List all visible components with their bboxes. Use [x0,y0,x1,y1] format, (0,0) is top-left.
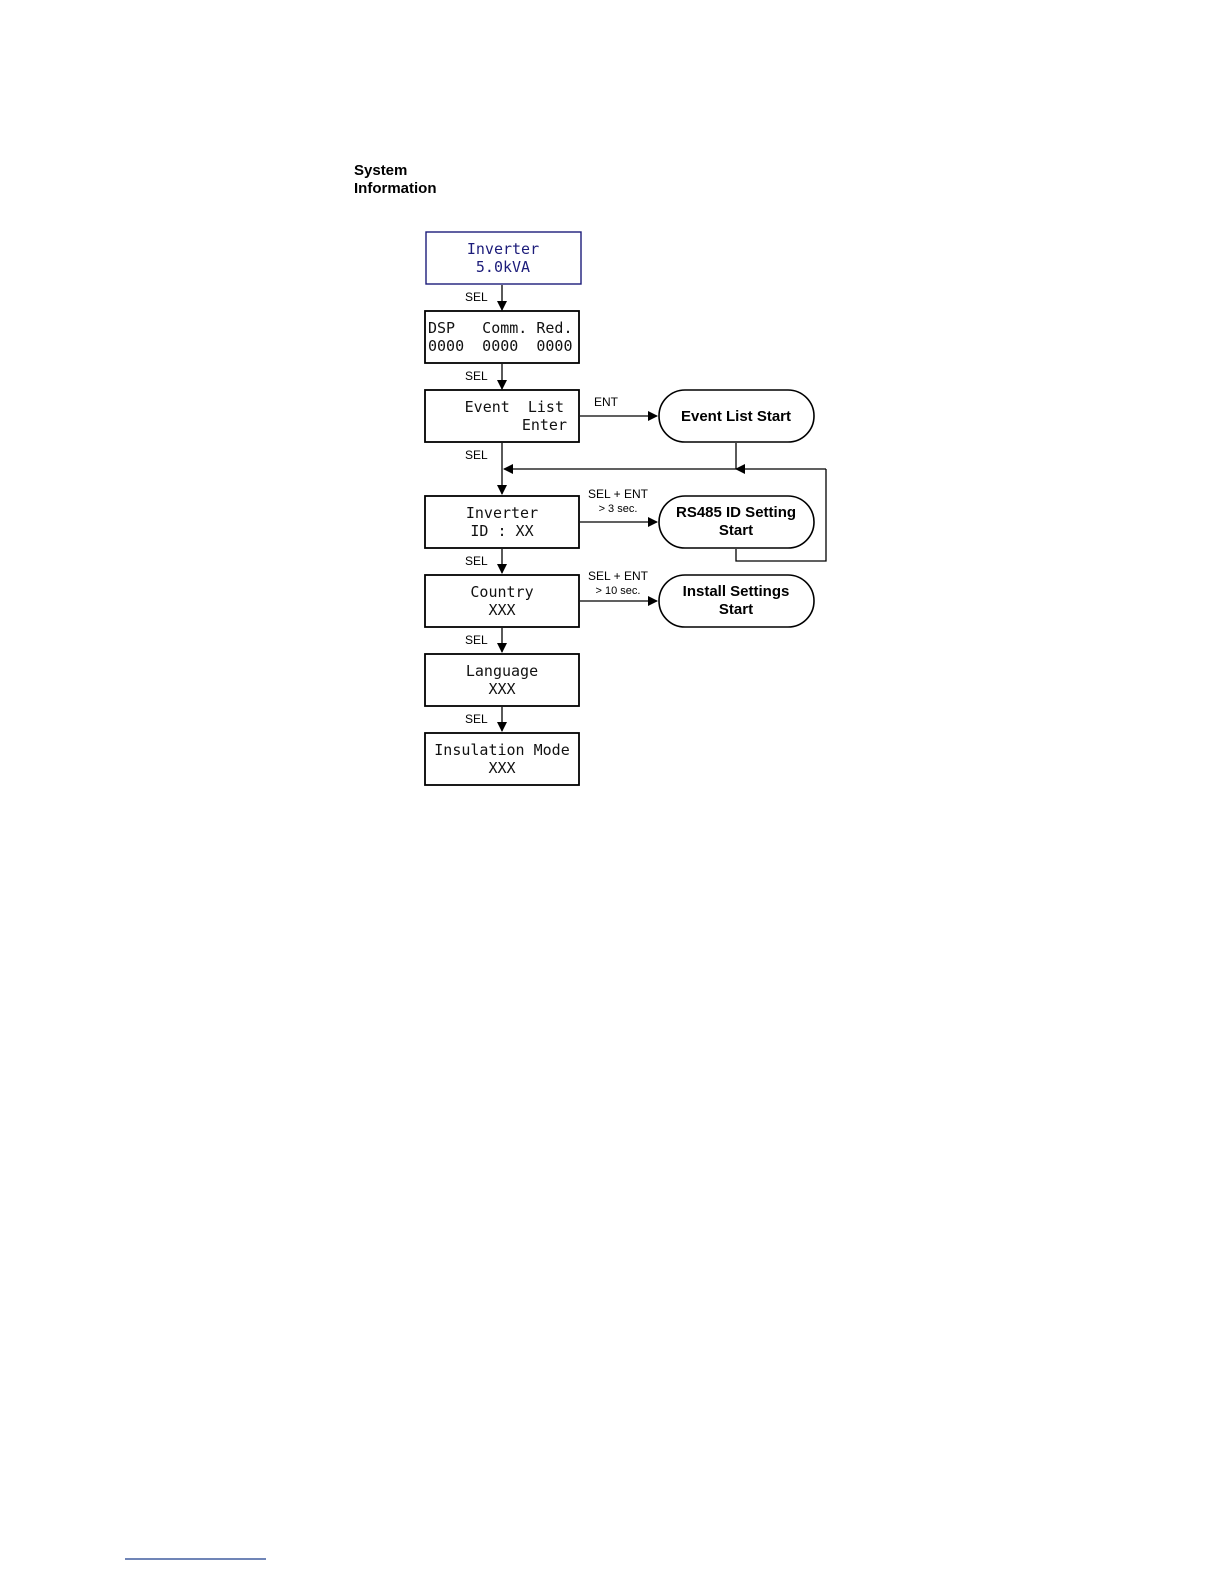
screen-model-line1: Inverter [467,240,539,258]
sel-label-6: SEL [465,712,488,726]
terminal-install-line2: Start [719,601,753,618]
screen-country-line1: Country [470,583,533,601]
sel-label-2: SEL [465,369,488,383]
screen-model: Inverter 5.0kVA [426,232,581,284]
terminal-event-list-start: Event List Start [659,390,814,442]
screen-firmware-line1: DSP Comm. Red. [428,319,573,337]
screen-event-list: Event List Enter [425,390,579,442]
terminal-rs485-line2: Start [719,522,753,539]
terminal-rs485-line1: RS485 ID Setting [676,504,796,521]
screen-firmware-line2: 0000 0000 0000 [428,337,573,355]
screen-event-list-line2: Enter [522,416,567,434]
screen-insulation-mode: Insulation Mode XXX [425,733,579,785]
screen-language: Language XXX [425,654,579,706]
section-title-line1: System [354,162,407,179]
screen-country-line2: XXX [488,601,515,619]
screen-inverter-id-line2: ID : XX [470,522,533,540]
screen-language-line2: XXX [488,680,515,698]
terminal-install-settings-start: Install Settings Start [659,575,814,627]
screen-country: Country XXX [425,575,579,627]
sel-label-3: SEL [465,448,488,462]
screen-event-list-line1: Event List [465,398,564,416]
screen-model-line2: 5.0kVA [476,258,530,276]
terminal-install-line1: Install Settings [683,583,790,600]
screen-insulation-mode-line1: Insulation Mode [434,741,569,759]
section-title-line2: Information [354,180,437,197]
sel-ent-3s-label-line2: > 3 sec. [599,503,638,515]
screen-firmware: DSP Comm. Red. 0000 0000 0000 [425,311,579,363]
screen-insulation-mode-line2: XXX [488,759,515,777]
sel-label-1: SEL [465,290,488,304]
terminal-rs485-id-setting-start: RS485 ID Setting Start [659,496,814,548]
ent-label: ENT [594,395,619,409]
screen-inverter-id: Inverter ID : XX [425,496,579,548]
sel-label-4: SEL [465,554,488,568]
terminal-event-list-start-text: Event List Start [681,408,791,425]
sel-label-5: SEL [465,633,488,647]
sel-ent-10s-label-line1: SEL + ENT [588,569,649,583]
sel-ent-10s-label-line2: > 10 sec. [596,585,641,597]
screen-inverter-id-line1: Inverter [466,504,538,522]
sel-ent-3s-label-line1: SEL + ENT [588,487,649,501]
screen-language-line1: Language [466,662,538,680]
